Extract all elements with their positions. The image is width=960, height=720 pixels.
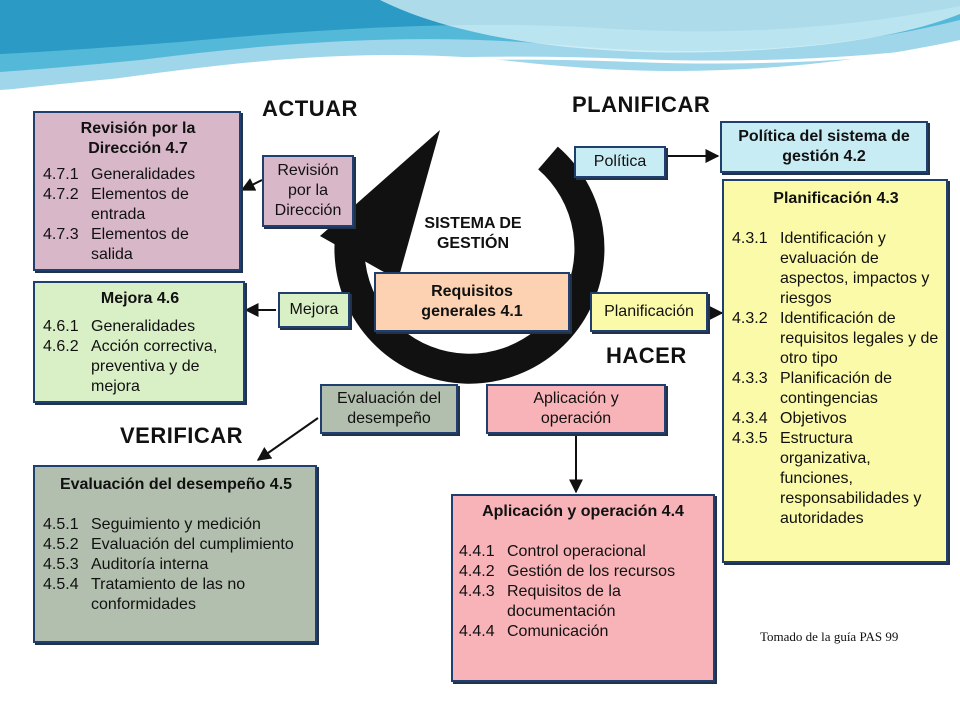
evaluacion-label: Evaluación del desempeño (320, 384, 458, 434)
politica-label: Política (574, 146, 666, 178)
system-center-title: SISTEMA DE GESTIÓN (400, 214, 546, 254)
planificacion-label: Planificación (590, 292, 708, 332)
politica-line-1: Política del sistema de (738, 128, 910, 145)
planificacion-title: Planificación 4.3 (773, 190, 899, 207)
phase-verificar: VERIFICAR (120, 423, 244, 448)
arrow-revision (240, 178, 263, 191)
revision-title-2: Dirección 4.7 (88, 140, 188, 157)
cycle-ring (334, 146, 605, 384)
cycle-arrowhead (320, 130, 440, 280)
revision-title-1: Revisión por la (80, 120, 196, 137)
politica-line-2: gestión 4.2 (782, 148, 866, 165)
arrow-evaluacion (256, 417, 319, 461)
phase-planificar: PLANIFICAR (572, 92, 711, 117)
requisitos-line-2: generales 4.1 (421, 303, 523, 320)
aplicacion-title: Aplicación y operación 4.4 (482, 503, 684, 520)
requisitos-line-1: Requisitos (431, 283, 513, 300)
source-credit: Tomado de la guía PAS 99 (760, 629, 899, 644)
phase-actuar: ACTUAR (262, 96, 358, 121)
aplicacion-label: Aplicación y operación (486, 384, 666, 434)
evaluacion-title: Evaluación del desempeño 4.5 (59, 476, 293, 493)
requisitos-box: Requisitos generales 4.1 (374, 272, 570, 332)
revision-label: Revisión por la Dirección (262, 155, 354, 227)
header-wave (0, 0, 960, 100)
center-line-2: GESTIÓN (436, 235, 509, 252)
mejora-label: Mejora (278, 292, 350, 328)
politica-box: Política del sistema de gestión 4.2 (720, 121, 928, 173)
mejora-title: Mejora 4.6 (100, 290, 180, 307)
center-line-1: SISTEMA DE (424, 215, 522, 232)
phase-hacer: HACER (606, 343, 687, 368)
